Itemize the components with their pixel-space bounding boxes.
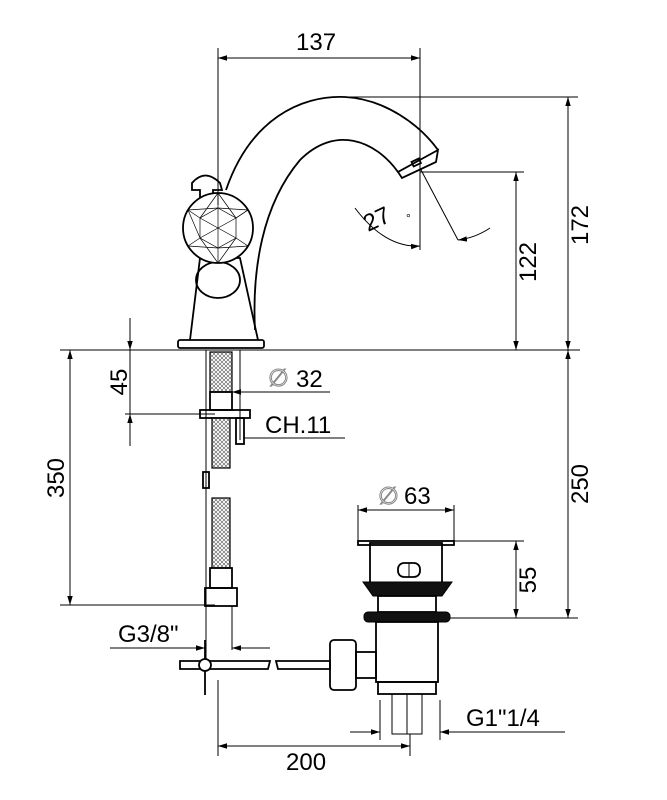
spout-nozzle: [396, 148, 440, 180]
label-degree: °: [406, 211, 411, 225]
waste-flange-top: [357, 540, 455, 546]
label-200: 200: [286, 749, 326, 776]
stud-bolt: [235, 417, 245, 445]
underside-assembly: [179, 350, 455, 735]
label-172: 172: [567, 205, 594, 245]
spout-inner: [253, 139, 399, 331]
label-122: 122: [515, 242, 542, 282]
waste-nut-washer: [363, 611, 451, 623]
dimension-labels: 137 172 122 27 ° 45 ∅ 32 CH.11 350 250 ∅…: [43, 29, 594, 776]
label-g38: G3/8": [118, 621, 179, 648]
pull-rod: [274, 660, 331, 670]
base-plate: [177, 339, 265, 349]
dimension-lines: [60, 48, 580, 756]
diameter-icon: ∅: [378, 483, 399, 510]
label-27: 27: [359, 202, 395, 238]
label-g114: G1"1/4: [466, 705, 540, 732]
linkage-housing: [355, 651, 377, 679]
linkage-nut: [329, 639, 357, 691]
spout-outer: [225, 96, 439, 191]
label-63: 63: [404, 483, 431, 510]
body-collar: [195, 261, 241, 299]
dim-angle-arc: [354, 207, 421, 250]
hose-clip: [202, 471, 210, 489]
waste-sleeve: [377, 595, 437, 613]
label-45: 45: [106, 369, 133, 396]
waste-body-ring: [377, 681, 437, 695]
diameter-icon: ∅: [268, 365, 289, 392]
waste-body: [375, 621, 439, 683]
hose-nut: [204, 587, 238, 607]
label-137: 137: [296, 29, 336, 56]
label-350: 350: [43, 458, 70, 498]
control-rod-horizontal: [179, 660, 272, 670]
fixing-nut: [209, 391, 233, 411]
flexible-hose-lower: [211, 497, 231, 569]
label-55: 55: [515, 567, 542, 594]
hose-ferrule: [209, 567, 233, 589]
flexible-hose: [211, 417, 231, 469]
label-ch11: CH.11: [265, 412, 331, 439]
label-250: 250: [567, 464, 594, 504]
rod-joint: [198, 658, 212, 672]
faucet: [177, 96, 440, 349]
threaded-shank: [209, 351, 233, 393]
label-32: 32: [296, 366, 323, 393]
waste-gasket: [362, 581, 453, 597]
